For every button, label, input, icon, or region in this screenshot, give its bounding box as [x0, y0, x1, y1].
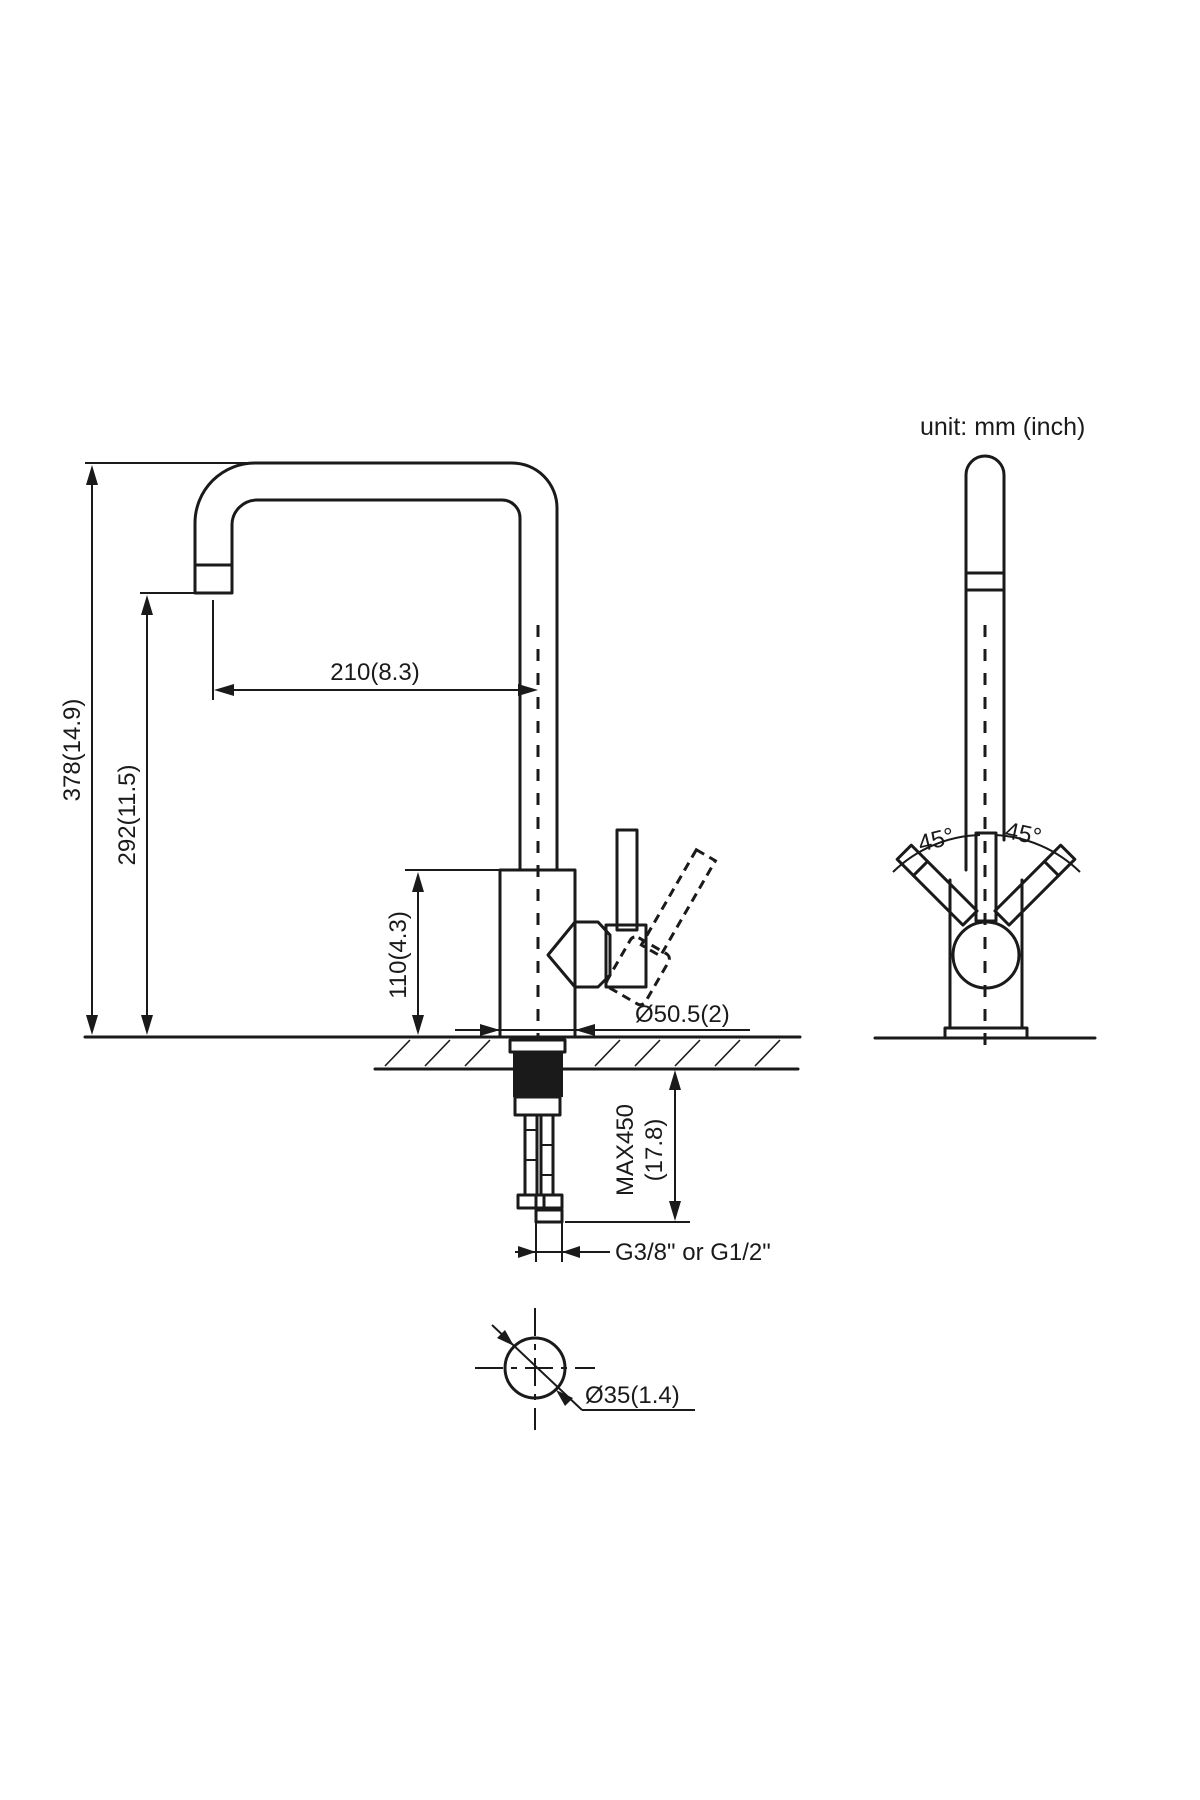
arrow-down — [669, 1201, 681, 1221]
angle-right-label: 45° — [1003, 817, 1044, 851]
handle-cartridge — [604, 923, 648, 989]
hose-fittings — [516, 1193, 564, 1224]
arrow-up — [412, 872, 424, 892]
arrow-left — [562, 1246, 580, 1258]
body-height-label: 110(4.3) — [385, 911, 412, 999]
arrow-right — [480, 1024, 500, 1036]
arrow-leader-top — [497, 1330, 514, 1346]
countertop-hatch — [384, 1039, 781, 1067]
total-height-label: 378(14.9) — [59, 699, 86, 802]
arrow-right — [518, 684, 538, 696]
arrow-up — [669, 1070, 681, 1090]
arrow-right — [518, 1246, 536, 1258]
side-view: 378(14.9) 292(11.5) 210(8.3) 110(4.3) Ø5… — [59, 461, 802, 1266]
arrow-down — [141, 1015, 153, 1035]
handle-hub — [546, 920, 612, 989]
mounting-shank-upper — [508, 1038, 567, 1054]
arrow-up — [141, 595, 153, 615]
arrow-down — [412, 1015, 424, 1035]
base-diameter-label: Ø50.5(2) — [635, 1001, 730, 1028]
handle-lever — [615, 828, 639, 932]
spout-reach-label: 210(8.3) — [330, 659, 419, 686]
unit-label: unit: mm (inch) — [920, 413, 1085, 441]
front-handle-lever — [974, 831, 998, 923]
max-thickness-label: MAX450 — [612, 1104, 639, 1196]
front-handle-left-swing — [895, 843, 979, 927]
mounting-shank — [513, 1052, 563, 1097]
front-view: unit: mm (inch) 45° 45° — [873, 413, 1097, 1052]
spout-inner-outline — [230, 498, 522, 872]
arrow-left — [214, 684, 234, 696]
spout-height-label: 292(11.5) — [114, 765, 141, 866]
mounting-hole-detail: Ø35(1.4) — [475, 1308, 695, 1430]
connection-thread-label: G3/8" or G1/2" — [615, 1239, 771, 1266]
front-handle-hub — [951, 920, 1021, 990]
front-spout-tube — [964, 454, 1006, 872]
angle-left-label: 45° — [915, 823, 957, 858]
arrow-up — [86, 465, 98, 485]
supply-hoses — [523, 1113, 555, 1197]
hole-diameter-label: Ø35(1.4) — [585, 1382, 680, 1409]
arrow-down — [86, 1015, 98, 1035]
angle-arc-right — [994, 834, 1081, 873]
front-handle-right-swing — [993, 843, 1077, 927]
handle-swing-dashed — [605, 847, 718, 1007]
angle-arc-left — [892, 834, 981, 873]
front-body — [948, 878, 1024, 1030]
mounting-nut — [513, 1095, 562, 1117]
arrow-leader-bottom — [556, 1390, 573, 1406]
arrow-left — [575, 1024, 595, 1036]
max-thickness-inch-label: (17.8) — [641, 1119, 668, 1182]
aerator — [193, 563, 234, 595]
